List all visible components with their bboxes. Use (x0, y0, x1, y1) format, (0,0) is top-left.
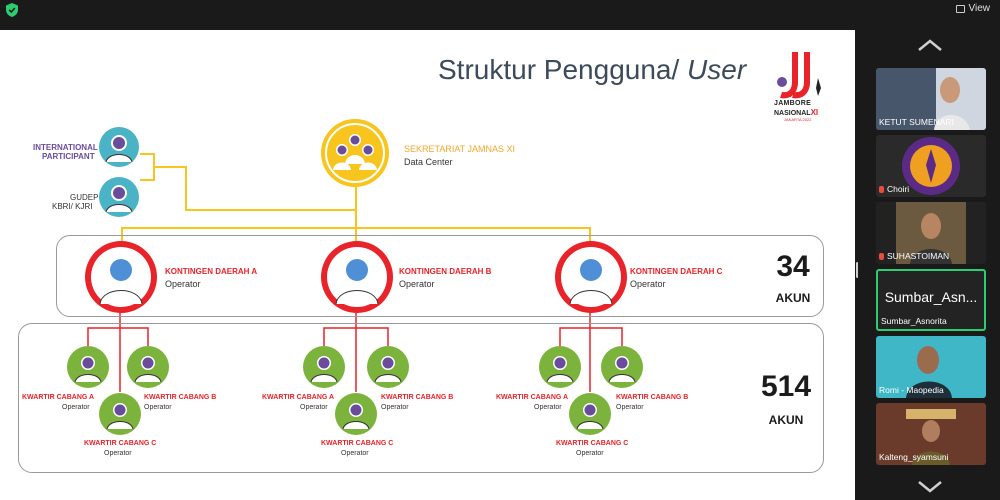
kwartir-a1-avatar-icon (67, 346, 109, 388)
jambore-logo: JAMBORE NASIONALXI JAKARTA 2022 (772, 48, 832, 134)
kwartir-b1-avatar-icon (127, 346, 169, 388)
participant-name: Romi - Maopedia (879, 385, 944, 395)
kwartir-a3-label: KWARTIR CABANG A (496, 394, 569, 401)
kontingen-box (56, 235, 824, 317)
gudep-avatar-icon (99, 177, 139, 217)
jambore-logo-mark-icon (777, 52, 821, 99)
participant-video (876, 403, 986, 465)
kwartir-b3-avatar-icon (601, 346, 643, 388)
shared-slide: Struktur Pengguna/ User JAMBORE NASIONAL… (0, 30, 855, 500)
participant-tile-ketut[interactable]: KETUT SUMENARI (876, 68, 986, 130)
participant-tile-suhastoiman[interactable]: SUHASTOIMAN (876, 202, 986, 264)
participant-name: SUHASTOIMAN (879, 251, 949, 261)
kontingen-c-role: Operator (630, 279, 666, 289)
participant-video (876, 336, 986, 398)
kontingen-a-avatar-icon (85, 241, 157, 313)
count-kwartir-value: 514 (760, 370, 812, 403)
kontingen-b-label: KONTINGEN DAERAH B (399, 267, 492, 276)
splitter-handle[interactable] (856, 262, 859, 278)
kwartir-c1-avatar-icon (99, 393, 141, 435)
kwartir-c2-label: KWARTIR CABANG C (321, 440, 394, 447)
participant-tile-romi[interactable]: Romi - Maopedia (876, 336, 986, 398)
kwartir-a3-avatar-icon (539, 346, 581, 388)
logo-line2: NASIONAL (774, 110, 811, 117)
kwartir-c3-avatar-icon (569, 393, 611, 435)
kwartir-c3-role: Operator (576, 450, 604, 457)
count-kontingen-label: AKUN (775, 291, 811, 305)
participant-video (876, 68, 986, 130)
kwartir-b2-avatar-icon (367, 346, 409, 388)
participant-name: Kalteng_syamsuni (879, 452, 949, 462)
kwartir-b1-role: Operator (144, 404, 172, 411)
logo-line3: JAKARTA 2022 (784, 117, 812, 122)
kontingen-a-role: Operator (165, 279, 201, 289)
kontingen-b-role: Operator (399, 279, 435, 289)
participant-tile-kalteng[interactable]: Kalteng_syamsuni (876, 403, 986, 465)
kontingen-a-label: KONTINGEN DAERAH A (165, 267, 258, 276)
kwartir-b3-label: KWARTIR CABANG B (616, 394, 689, 401)
kwartir-b3-role: Operator (616, 404, 644, 411)
sekretariat-avatar-icon (321, 119, 389, 187)
international-avatar-icon (99, 127, 139, 167)
mic-muted-icon (879, 185, 884, 193)
view-button[interactable]: View (955, 3, 991, 14)
chevron-down-icon[interactable] (917, 480, 943, 494)
kwartir-b2-label: KWARTIR CABANG B (381, 394, 454, 401)
logo-numeral: XI (810, 108, 819, 117)
view-label: View (968, 3, 991, 14)
security-shield-icon[interactable] (6, 3, 18, 17)
chevron-up-icon[interactable] (917, 38, 943, 52)
count-kontingen-value: 34 (776, 250, 810, 283)
title-main: Struktur Pengguna/ (438, 54, 688, 85)
participant-name: KETUT SUMENARI (879, 117, 954, 127)
slide-title: Struktur Pengguna/ User (438, 54, 746, 86)
participant-label: PARTICIPANT (42, 152, 95, 161)
participant-tile-choiri[interactable]: Choiri (876, 135, 986, 197)
kwartir-a2-avatar-icon (303, 346, 345, 388)
kbri-label: KBRI/ KJRI (52, 202, 93, 211)
top-bar: View (0, 0, 1000, 22)
participant-tile-sumbar[interactable]: Sumbar_Asn... Sumbar_Asnorita (876, 269, 986, 331)
kwartir-a3-role: Operator (534, 404, 562, 411)
logo-line2-wrap: NASIONALXI (774, 108, 818, 117)
logo-line1: JAMBORE (774, 100, 812, 107)
kwartir-c1-label: KWARTIR CABANG C (84, 440, 157, 447)
participant-name: Choiri (879, 184, 909, 194)
view-grid-icon (955, 4, 965, 13)
kwartir-c3-label: KWARTIR CABANG C (556, 440, 629, 447)
sekretariat-label: SEKRETARIAT JAMNAS XI (404, 144, 516, 154)
gudep-label: GUDEP (70, 193, 99, 202)
mic-muted-icon (879, 252, 884, 260)
kwartir-c2-role: Operator (341, 450, 369, 457)
kwartir-a2-label: KWARTIR CABANG A (262, 394, 335, 401)
kwartir-b1-label: KWARTIR CABANG B (144, 394, 217, 401)
kwartir-c2-avatar-icon (335, 393, 377, 435)
pramuka-emblem-icon (902, 137, 960, 195)
participant-display-name: Sumbar_Asn... (884, 289, 978, 305)
kwartir-a1-role: Operator (62, 404, 90, 411)
kwartir-a1-label: KWARTIR CABANG A (22, 394, 95, 401)
kwartir-box (18, 323, 824, 473)
kontingen-c-label: KONTINGEN DAERAH C (630, 267, 723, 276)
kwartir-b2-role: Operator (381, 404, 409, 411)
kontingen-b-avatar-icon (321, 241, 393, 313)
kwartir-a2-role: Operator (300, 404, 328, 411)
kontingen-c-avatar-icon (555, 241, 627, 313)
international-label: INTERNATIONAL (33, 143, 98, 152)
title-italic: User (687, 54, 747, 85)
count-kwartir-label: AKUN (768, 413, 804, 427)
data-center-label: Data Center (404, 157, 453, 167)
participant-video (876, 202, 986, 264)
participant-name: Sumbar_Asnorita (881, 316, 947, 326)
kwartir-c1-role: Operator (104, 450, 132, 457)
